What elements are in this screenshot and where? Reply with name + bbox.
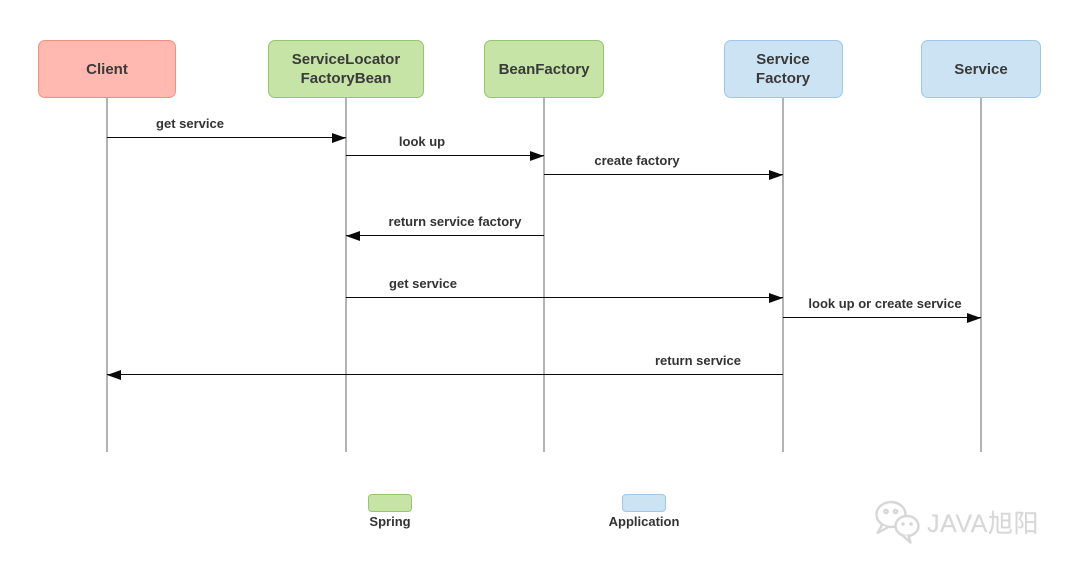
watermark-text: JAVA旭阳 — [927, 510, 1039, 538]
participant-label-line: Service — [954, 60, 1008, 78]
lifeline-service — [980, 98, 982, 452]
participant-label-line: ServiceLocator — [291, 51, 401, 68]
message-arrowhead-1 — [530, 150, 544, 161]
message-arrowhead-3 — [346, 230, 360, 241]
participant-label-line: Client — [86, 60, 128, 78]
message-line-4 — [346, 297, 783, 298]
message-label-4: get service — [389, 276, 457, 291]
participant-service: Service — [921, 40, 1041, 98]
message-label-1: look up — [398, 134, 446, 149]
message-arrowhead-6 — [107, 369, 121, 380]
message-label-2: create factory — [594, 153, 680, 168]
message-line-2 — [544, 174, 783, 175]
legend-swatch-spring — [368, 494, 412, 512]
message-label-3: return service factory — [388, 214, 522, 229]
lifeline-bean-factory — [543, 98, 545, 452]
message-line-3 — [346, 235, 544, 236]
participant-bean-factory: BeanFactory — [484, 40, 604, 98]
message-label-5: look up or create service — [808, 296, 962, 311]
legend-swatch-application — [622, 494, 666, 512]
message-arrowhead-2 — [769, 169, 783, 180]
wechat-icon — [875, 500, 920, 544]
message-arrowhead-0 — [332, 132, 346, 143]
lifeline-client — [106, 98, 108, 452]
participant-client: Client — [38, 40, 176, 98]
message-line-6 — [107, 374, 783, 375]
participant-label-line: FactoryBean — [300, 70, 392, 87]
participant-label-line: BeanFactory — [498, 60, 590, 78]
message-line-1 — [346, 155, 544, 156]
message-label-0: get service — [156, 116, 224, 131]
lifeline-service-factory — [782, 98, 784, 452]
legend-label-spring: Spring — [369, 514, 411, 529]
participant-label-line: Factory — [755, 70, 811, 87]
participant-label-line: Service — [756, 51, 810, 68]
message-arrowhead-4 — [769, 292, 783, 303]
message-line-5 — [783, 317, 981, 318]
message-line-0 — [107, 137, 346, 138]
lifeline-service-locator-factory-bean — [345, 98, 347, 452]
watermark: JAVA旭阳 — [872, 499, 1039, 545]
message-label-6: return service — [655, 353, 741, 368]
legend-label-application: Application — [608, 514, 680, 529]
message-arrowhead-5 — [967, 312, 981, 323]
